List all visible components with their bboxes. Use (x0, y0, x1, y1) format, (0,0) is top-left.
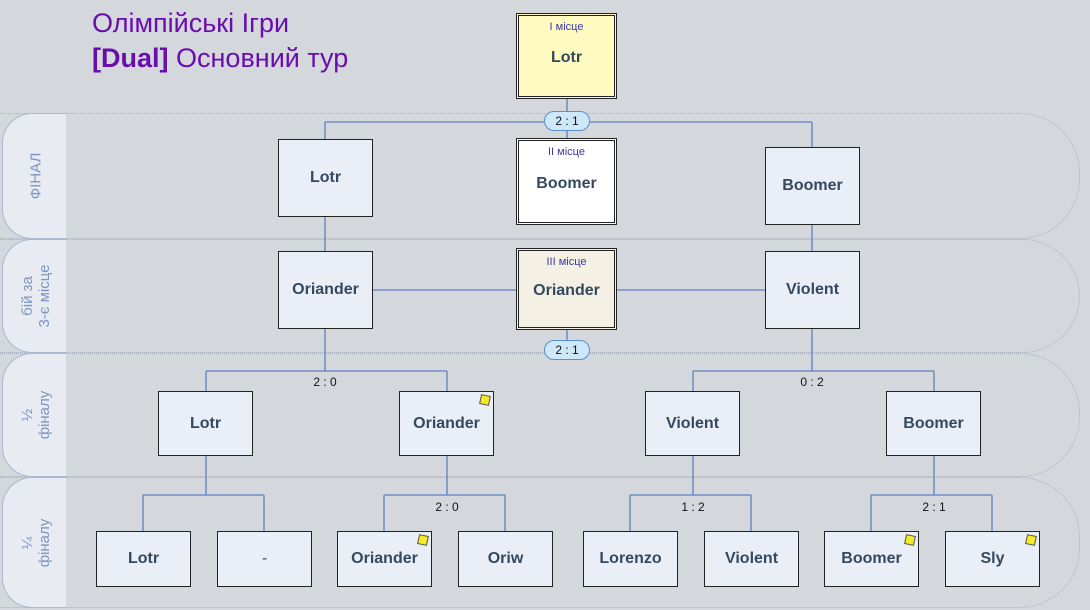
band-semifinal (0, 353, 1080, 477)
final-player-left[interactable]: Lotr (278, 139, 373, 217)
band-final (0, 113, 1080, 239)
semifinal-player[interactable]: Oriander (399, 391, 494, 456)
semifinal-score: 0 : 2 (800, 375, 824, 389)
quarterfinal-player[interactable]: Boomer (824, 531, 919, 587)
note-icon[interactable] (904, 534, 916, 546)
third-place-box[interactable]: III місце Oriander (516, 248, 617, 330)
quarterfinal-player[interactable]: Sly (945, 531, 1040, 587)
quarterfinal-player[interactable]: Oriander (337, 531, 432, 587)
third-place-label: III місце (546, 256, 587, 268)
quarterfinal-player[interactable]: Lorenzo (583, 531, 678, 587)
player-name: Oriander (351, 550, 418, 567)
subtitle-tag: [Dual] (92, 43, 169, 73)
quarterfinal-player[interactable]: Violent (704, 531, 799, 587)
band-third-place (0, 239, 1080, 353)
player-name: Sly (980, 550, 1005, 567)
second-place-box[interactable]: II місце Boomer (516, 138, 617, 225)
second-place-label: II місце (548, 146, 585, 158)
semifinal-player[interactable]: Violent (645, 391, 740, 456)
player-name: Boomer (841, 550, 902, 567)
third-place-player-left[interactable]: Oriander (278, 251, 373, 329)
quarterfinal-score: 1 : 2 (681, 500, 705, 514)
third-place-score-badge: 2 : 1 (544, 340, 590, 360)
third-place-player-right[interactable]: Violent (765, 251, 860, 329)
quarterfinal-score: 2 : 0 (435, 500, 459, 514)
final-player-right[interactable]: Boomer (765, 147, 860, 225)
note-icon[interactable] (1025, 534, 1037, 546)
first-place-box[interactable]: I місце Lotr (516, 13, 617, 99)
semifinal-player[interactable]: Boomer (886, 391, 981, 456)
player-name: Boomer (536, 174, 597, 192)
semifinal-score: 2 : 0 (313, 375, 337, 389)
player-name: Oriander (533, 282, 600, 299)
round-tab-final: ФІНАЛ (2, 113, 66, 239)
subtitle-text: Основний тур (176, 43, 349, 73)
semifinal-player[interactable]: Lotr (158, 391, 253, 456)
player-name: Oriander (413, 414, 480, 432)
final-score-badge: 2 : 1 (544, 111, 590, 131)
quarterfinal-score: 2 : 1 (922, 500, 946, 514)
quarterfinal-player[interactable]: Oriw (458, 531, 553, 587)
first-place-label: I місце (549, 21, 584, 33)
quarterfinal-player[interactable]: - (217, 531, 312, 587)
page-subtitle: [Dual] Основний тур (92, 43, 348, 74)
player-name: Lotr (550, 49, 583, 66)
band-quarterfinal (0, 477, 1080, 608)
page-title: Олімпійські Ігри (92, 8, 290, 38)
quarterfinal-player[interactable]: Lotr (96, 531, 191, 587)
note-icon[interactable] (479, 394, 491, 406)
note-icon[interactable] (417, 534, 429, 546)
